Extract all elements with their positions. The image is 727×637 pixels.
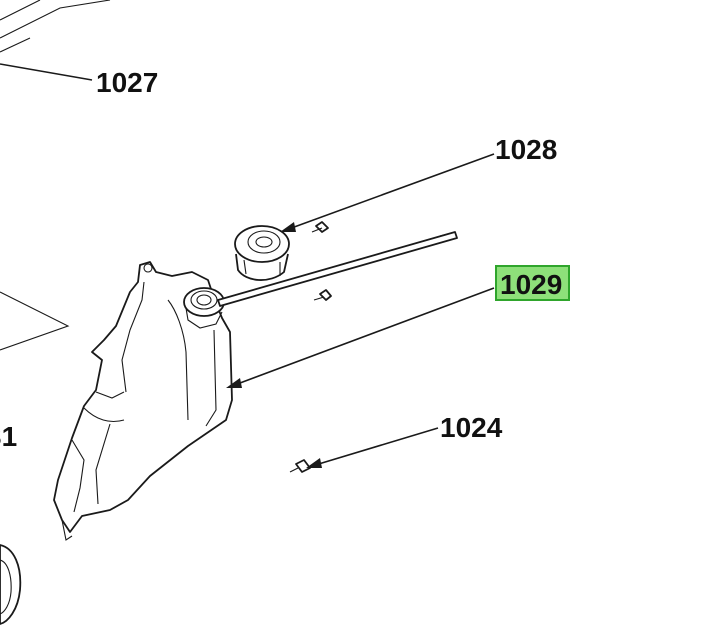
screw-upper <box>311 221 329 233</box>
screw-1024 <box>289 459 311 473</box>
screw-lower <box>313 289 332 301</box>
leader-1024 <box>306 427 439 468</box>
partial-part-bottom-left <box>0 544 22 625</box>
dipstick-rod <box>217 231 458 307</box>
callout-1027: 1027 <box>96 67 158 98</box>
leader-1029 <box>226 287 495 388</box>
callout-1024: 1024 <box>440 412 503 443</box>
leader-1027 <box>0 63 93 81</box>
callout-1029-highlight <box>495 265 570 301</box>
leader-1028 <box>280 153 495 232</box>
reservoir-tank <box>53 261 233 541</box>
reservoir-cap <box>234 225 290 281</box>
partial-part-top-left <box>0 0 111 53</box>
callout-partial-31: 31 <box>0 421 17 452</box>
partial-panel-left <box>0 291 70 351</box>
callout-1028: 1028 <box>495 134 557 165</box>
callout-1029: 1029 <box>500 269 562 300</box>
